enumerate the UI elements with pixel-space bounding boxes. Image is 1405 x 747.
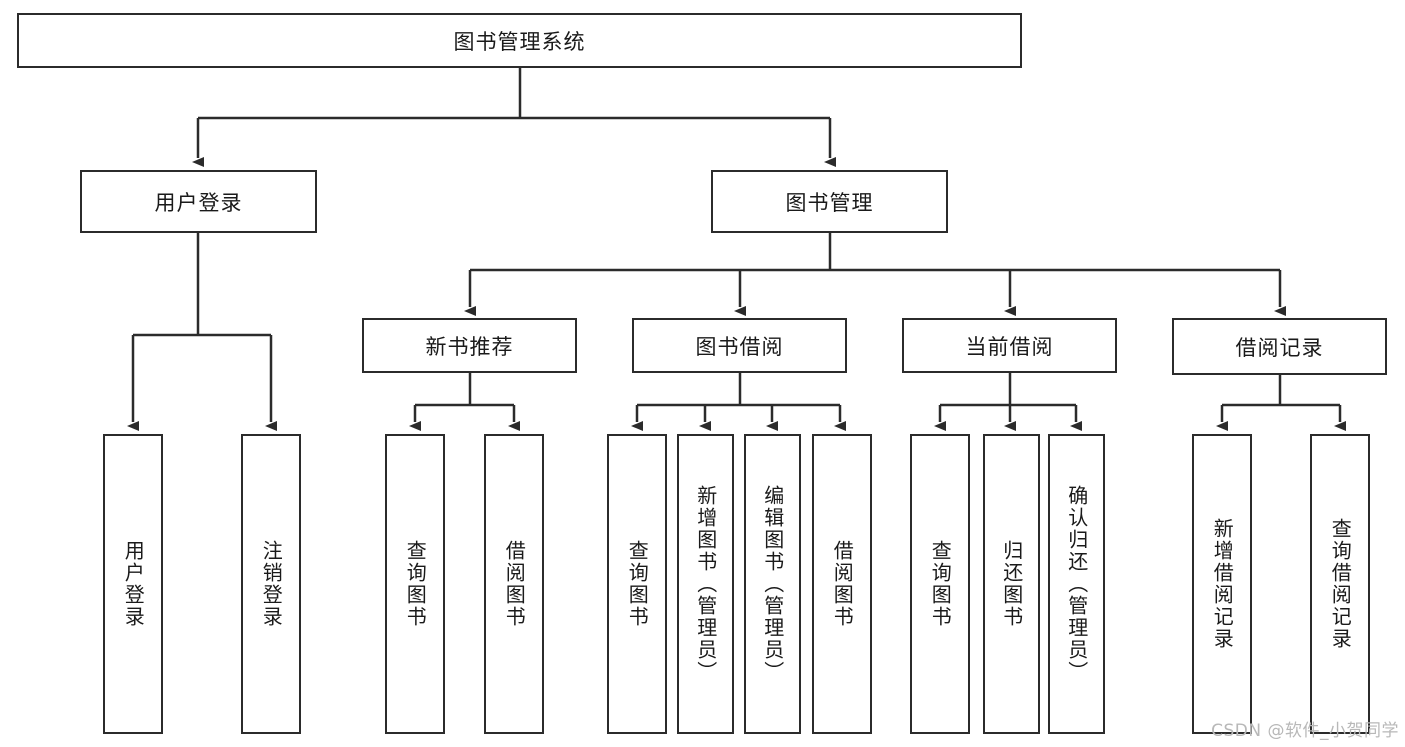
node-current-borrow[interactable]: 当前借阅 — [902, 318, 1117, 373]
node-label: 当前借阅 — [965, 334, 1054, 359]
node-label: 图书管理 — [785, 190, 874, 215]
node-label: 借阅记录 — [1235, 335, 1324, 360]
node-label: 借阅图书 — [502, 540, 527, 628]
node-label: 新书推荐 — [425, 334, 514, 359]
node-label: 查询图书 — [403, 540, 428, 628]
node-label: 查询图书 — [625, 540, 650, 628]
node-new-book-recommend[interactable]: 新书推荐 — [362, 318, 577, 373]
node-label: 注销登录 — [259, 540, 284, 628]
node-label: 归还图书 — [999, 540, 1024, 628]
node-label: 用户登录 — [121, 540, 146, 628]
leaf-borrow-borrow-book[interactable]: 借阅图书 — [812, 434, 872, 734]
node-user-login[interactable]: 用户登录 — [80, 170, 317, 233]
node-borrow-records[interactable]: 借阅记录 — [1172, 318, 1387, 375]
node-label: 新增图书（管理员） — [693, 485, 718, 683]
leaf-current-confirm-return-admin[interactable]: 确认归还（管理员） — [1048, 434, 1105, 734]
node-book-management[interactable]: 图书管理 — [711, 170, 948, 233]
csdn-watermark: CSDN @软件_小贺同学 — [1211, 721, 1399, 741]
node-label: 借阅图书 — [830, 540, 855, 628]
leaf-borrow-edit-book-admin[interactable]: 编辑图书（管理员） — [744, 434, 801, 734]
node-label: 确认归还（管理员） — [1064, 485, 1089, 683]
node-label: 用户登录 — [154, 190, 243, 215]
leaf-new-book-query[interactable]: 查询图书 — [385, 434, 445, 734]
node-label: 图书管理系统 — [453, 29, 586, 54]
node-label: 查询借阅记录 — [1328, 518, 1353, 650]
leaf-borrow-query-book[interactable]: 查询图书 — [607, 434, 667, 734]
leaf-user-login-logout[interactable]: 注销登录 — [241, 434, 301, 734]
leaf-new-book-borrow[interactable]: 借阅图书 — [484, 434, 544, 734]
leaf-current-query-book[interactable]: 查询图书 — [910, 434, 970, 734]
node-label: 新增借阅记录 — [1210, 518, 1235, 650]
leaf-borrow-add-book-admin[interactable]: 新增图书（管理员） — [677, 434, 734, 734]
leaf-current-return-book[interactable]: 归还图书 — [983, 434, 1040, 734]
node-label: 图书借阅 — [695, 334, 784, 359]
node-label: 查询图书 — [928, 540, 953, 628]
leaf-records-add-record[interactable]: 新增借阅记录 — [1192, 434, 1252, 734]
leaf-user-login-login[interactable]: 用户登录 — [103, 434, 163, 734]
leaf-records-query-record[interactable]: 查询借阅记录 — [1310, 434, 1370, 734]
node-book-borrow[interactable]: 图书借阅 — [632, 318, 847, 373]
node-root-system[interactable]: 图书管理系统 — [17, 13, 1022, 68]
node-label: 编辑图书（管理员） — [760, 485, 785, 683]
